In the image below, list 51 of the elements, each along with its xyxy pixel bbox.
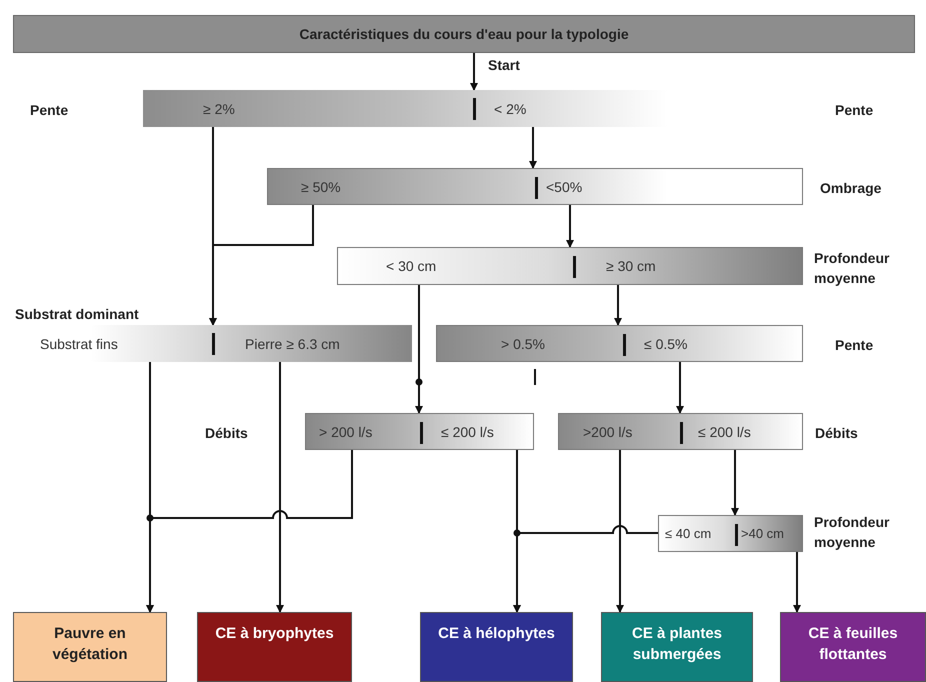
arrow <box>415 285 423 414</box>
arrow <box>731 450 739 516</box>
condition-label: ≥ 50% <box>268 169 536 204</box>
arrow <box>146 450 353 613</box>
condition-label: <50% <box>536 169 804 204</box>
arrow <box>276 362 284 613</box>
row-label: Profondeur moyenne <box>814 249 890 288</box>
condition-label: < 30 cm <box>338 248 574 284</box>
outcome-box: CE à bryophytes <box>197 612 352 682</box>
arrow <box>566 205 574 248</box>
title-bar: Caractéristiques du cours d'eau pour la typologie <box>13 15 915 53</box>
condition-label: ≤ 40 cm <box>659 516 736 551</box>
arrow <box>793 552 801 613</box>
outcome-box: CE à hélophytes <box>420 612 573 682</box>
arrow <box>470 53 478 91</box>
condition-label: >40 cm <box>736 516 804 551</box>
criterion-bar <box>658 515 803 552</box>
condition-label: ≤ 200 l/s <box>421 414 535 449</box>
row-label: Pente <box>835 336 874 355</box>
arrow <box>616 450 624 613</box>
condition-label: > 0.5% <box>437 326 624 361</box>
outcome-box: CE à plantes submergées <box>601 612 753 682</box>
arrow <box>209 205 314 326</box>
arrow <box>513 525 658 613</box>
condition-label: Pierre ≥ 6.3 cm <box>213 325 412 362</box>
row-label: Pente <box>835 101 874 120</box>
criterion-bar <box>305 413 534 450</box>
row-label: Profondeur moyenne <box>814 513 890 552</box>
criterion-bar <box>436 325 803 362</box>
row-label: Pente <box>30 101 68 120</box>
condition-label: ≥ 2% <box>143 90 474 127</box>
row-label: Substrat dominant <box>15 305 139 324</box>
condition-label: ≥ 30 cm <box>574 248 804 284</box>
criterion-bar <box>267 168 803 205</box>
outcome-box: CE à feuilles flottantes <box>780 612 926 682</box>
outcome-box: Pauvre en végétation <box>13 612 167 682</box>
arrow <box>614 285 622 326</box>
row-label: Débits <box>815 424 858 443</box>
condition-label: > 200 l/s <box>306 414 421 449</box>
condition-label: < 2% <box>474 90 668 127</box>
edge-label: Start <box>486 57 522 73</box>
condition-label: >200 l/s <box>559 414 681 449</box>
criterion-bar <box>337 247 803 285</box>
condition-label: ≤ 0.5% <box>624 326 804 361</box>
arrow <box>676 362 684 414</box>
row-label: Débits <box>205 424 248 443</box>
condition-label: Substrat fins <box>10 325 213 362</box>
criterion-bar <box>558 413 803 450</box>
arrow <box>529 127 537 169</box>
row-label: Ombrage <box>820 179 882 198</box>
condition-label: ≤ 200 l/s <box>681 414 804 449</box>
